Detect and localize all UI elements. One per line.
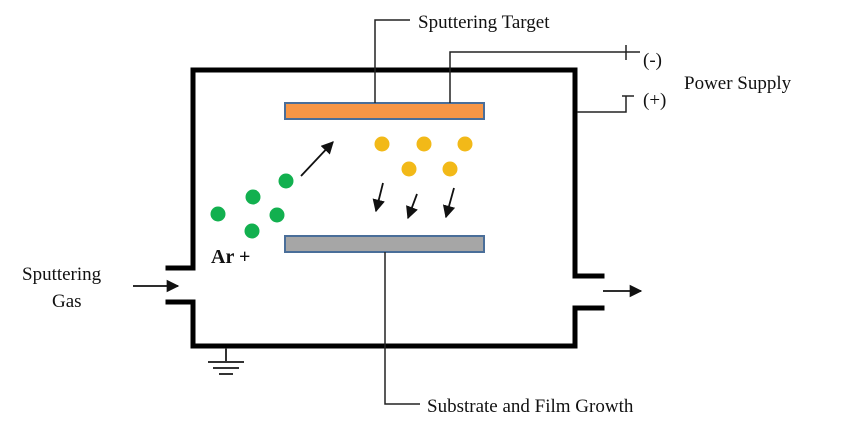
- deposition-arrow-icon: [406, 193, 418, 220]
- sputtering-gas-label-line1: Sputtering: [22, 264, 102, 285]
- chamber-left-wall-upper: [165, 67, 196, 271]
- power-supply-label: Power Supply: [684, 73, 792, 94]
- substrate-label: Substrate and Film Growth: [427, 396, 634, 417]
- negative-terminal-label: (-): [643, 50, 662, 71]
- argon-ion: [269, 207, 285, 223]
- sputtered-atom: [401, 161, 417, 177]
- positive-lead: [577, 96, 627, 113]
- sputtered-atoms: [374, 136, 473, 177]
- deposition-arrow-icon: [372, 182, 385, 213]
- chamber-left-wall-lower: [165, 299, 196, 349]
- chamber-right-wall-lower: [572, 305, 605, 349]
- argon-ion: [245, 189, 261, 205]
- target-label: Sputtering Target: [418, 12, 550, 33]
- argon-ion: [244, 223, 260, 239]
- substrate-plate: [284, 235, 485, 253]
- target-leader-line: [374, 19, 410, 103]
- vacuum-chamber: [165, 67, 605, 349]
- argon-ion: [210, 206, 226, 222]
- deposition-arrow-icon: [442, 187, 456, 219]
- sputtered-atom: [442, 161, 458, 177]
- negative-lead: [449, 51, 626, 103]
- deposition-arrows: [372, 182, 456, 220]
- ion-trajectory-arrow-icon: [300, 141, 334, 177]
- power-supply-wiring: [449, 45, 640, 113]
- sputtering-target-plate: [284, 102, 485, 120]
- sputtered-atom: [416, 136, 432, 152]
- ground-symbol-icon: [208, 348, 244, 375]
- substrate-leader-line: [384, 252, 420, 405]
- positive-terminal-label: (+): [643, 90, 666, 111]
- sputtered-atom: [374, 136, 390, 152]
- argon-ion-label: Ar +: [211, 246, 250, 268]
- sputtering-gas-label-line2: Gas: [52, 291, 82, 312]
- sputtered-atom: [457, 136, 473, 152]
- argon-ions: [210, 173, 294, 239]
- chamber-right-wall-upper: [572, 67, 605, 279]
- argon-ion: [278, 173, 294, 189]
